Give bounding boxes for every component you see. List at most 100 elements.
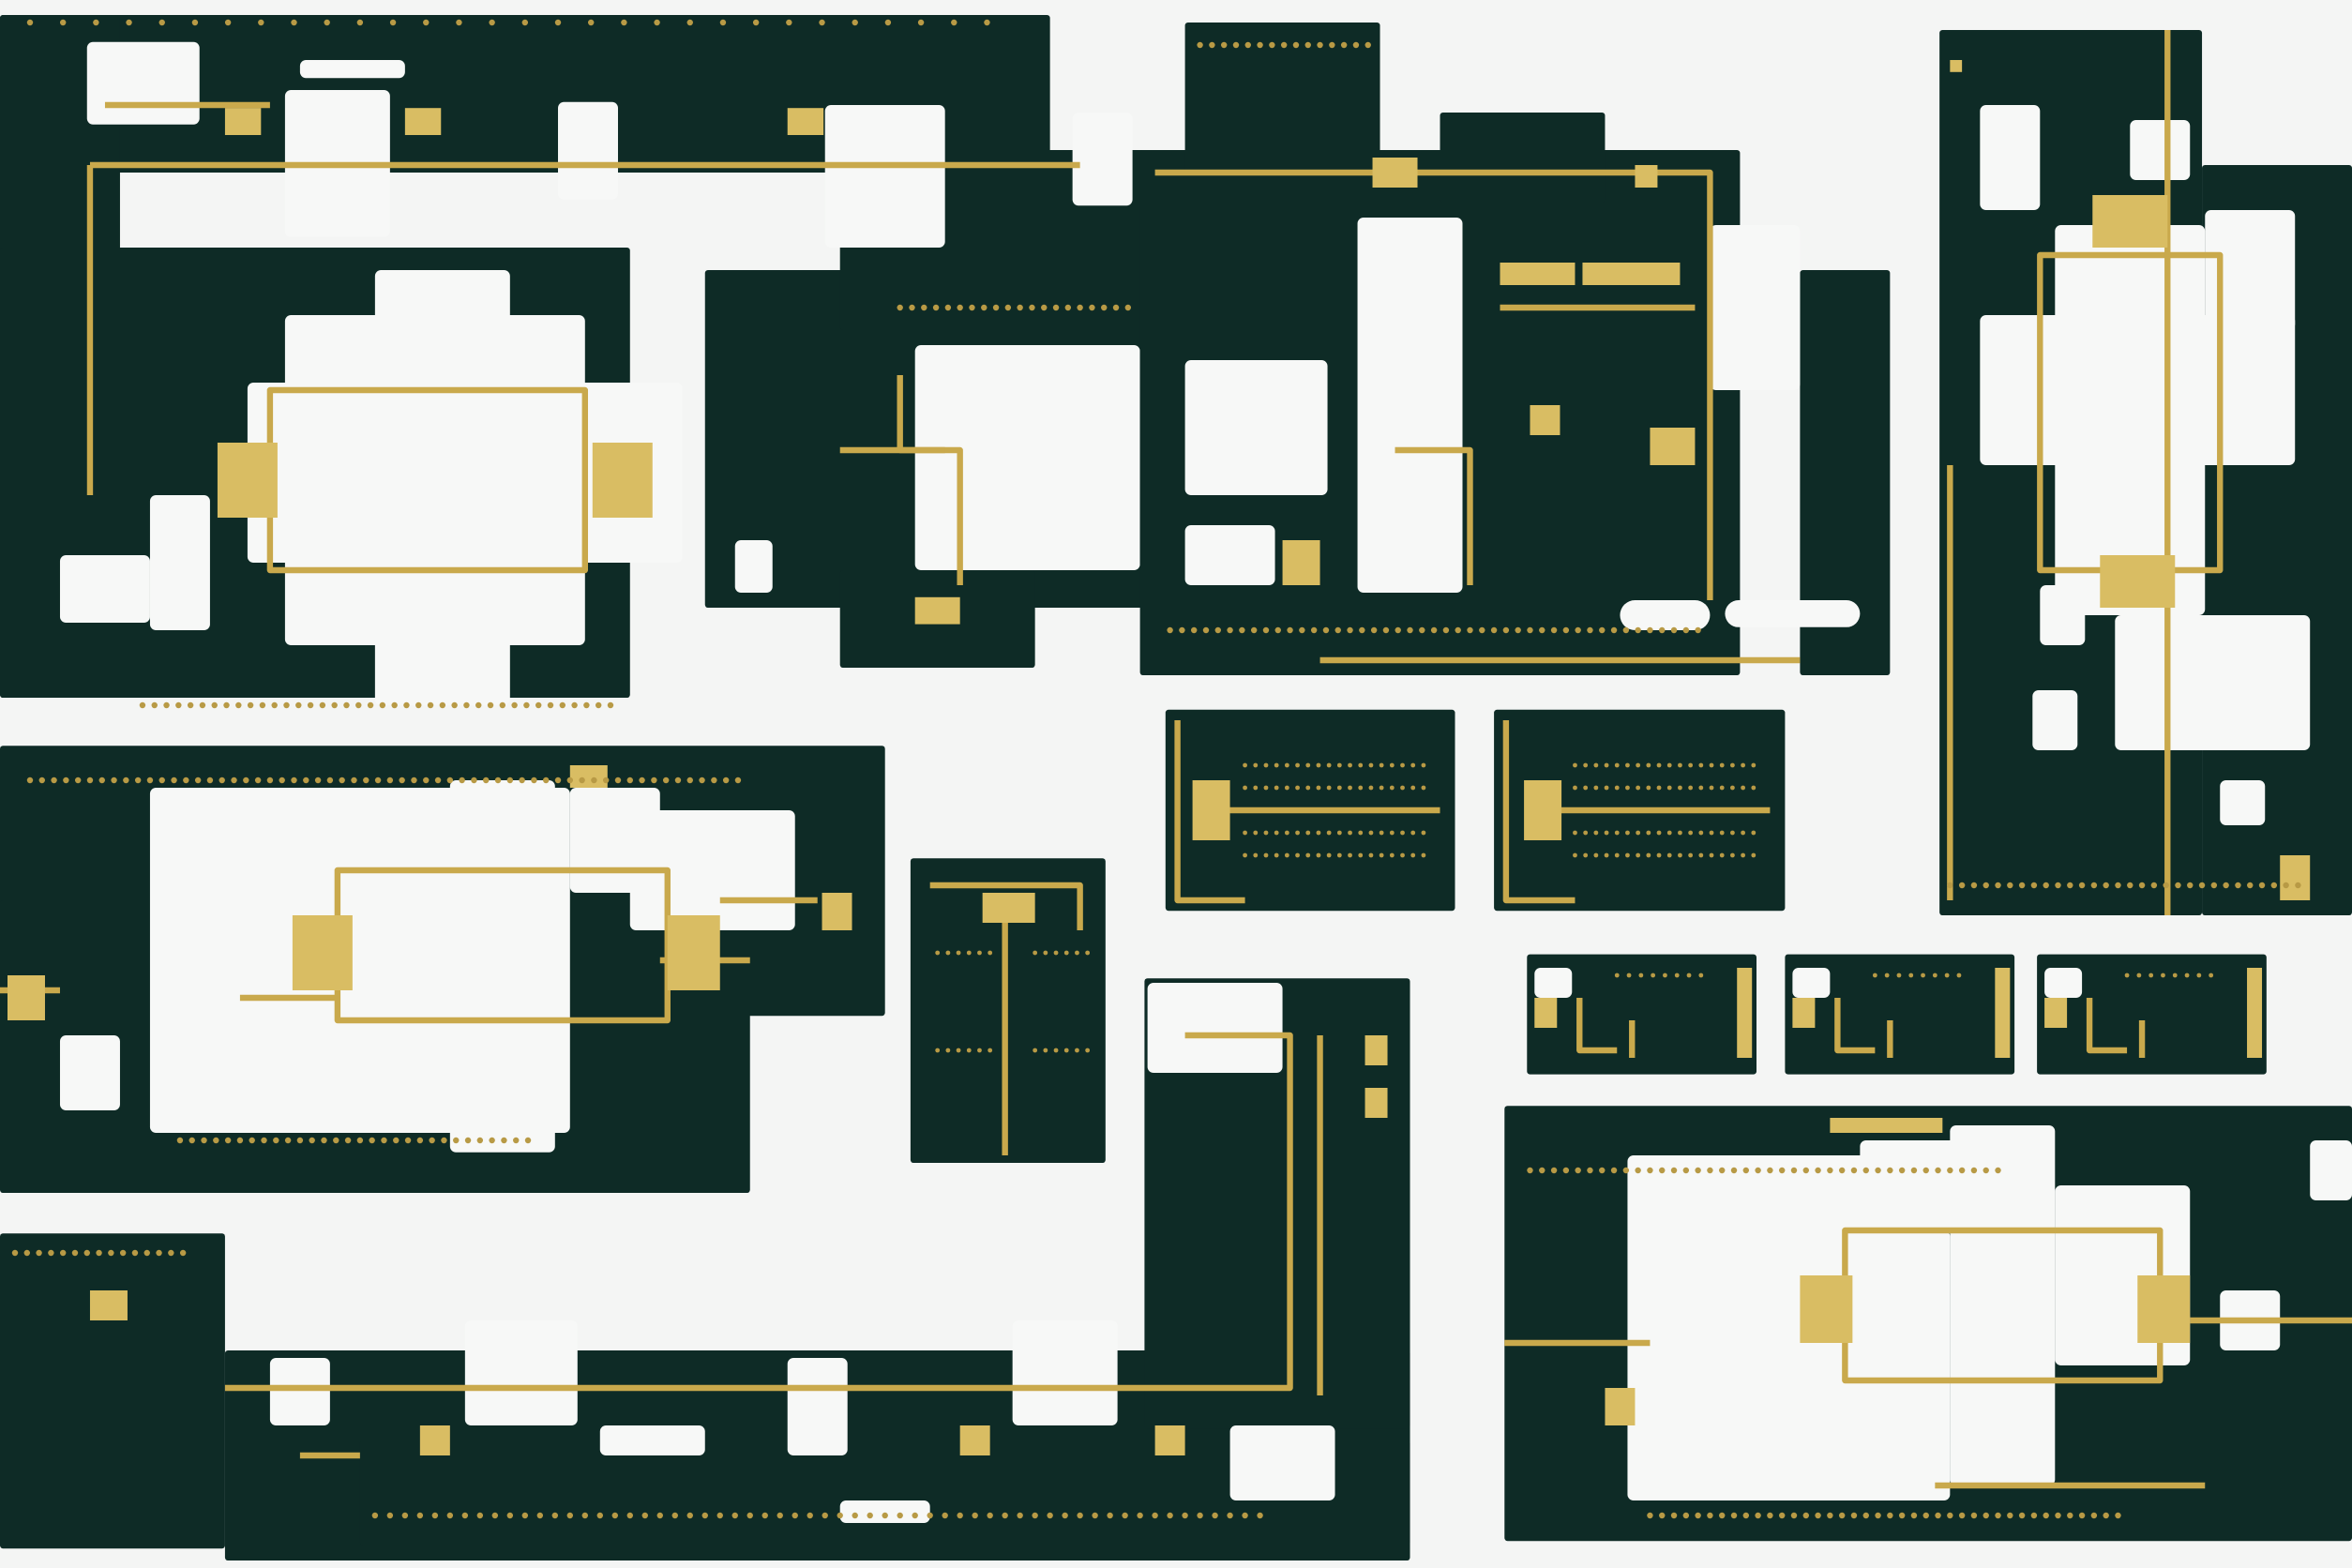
via-dot bbox=[2172, 972, 2178, 978]
via-dot bbox=[2103, 1512, 2109, 1519]
via-dot bbox=[1593, 785, 1599, 791]
via-dot bbox=[434, 776, 442, 784]
via-dot bbox=[614, 776, 622, 784]
via-dot bbox=[369, 1137, 375, 1144]
via-dot bbox=[1358, 785, 1364, 791]
via-dot bbox=[822, 1512, 828, 1519]
via-dot bbox=[2161, 972, 2165, 978]
via-dot bbox=[921, 304, 927, 311]
via-dot bbox=[1358, 852, 1364, 858]
via-dot bbox=[1317, 41, 1323, 49]
board-cutout bbox=[59, 1035, 120, 1110]
via-dot bbox=[1310, 626, 1318, 634]
via-dot bbox=[1698, 785, 1704, 791]
via-dot bbox=[1004, 304, 1012, 311]
via-dot bbox=[1778, 1167, 1786, 1174]
via-dot bbox=[199, 701, 206, 709]
board-top-left bbox=[0, 15, 1200, 709]
via-dot bbox=[1695, 1167, 1701, 1174]
via-dot bbox=[1678, 852, 1682, 858]
via-dot bbox=[674, 776, 682, 784]
via-dot bbox=[956, 1048, 961, 1053]
via-dot bbox=[314, 776, 322, 784]
via-dot bbox=[1400, 785, 1405, 791]
board-right-tall bbox=[1939, 30, 2352, 915]
via-dot bbox=[344, 1137, 352, 1144]
via-dot bbox=[1263, 785, 1269, 791]
via-dot bbox=[273, 1137, 279, 1144]
via-dot bbox=[487, 701, 494, 709]
via-dot bbox=[1719, 1167, 1726, 1174]
via-dot bbox=[1379, 852, 1384, 858]
via-dot bbox=[852, 1512, 858, 1519]
via-dot bbox=[602, 776, 610, 784]
via-dot bbox=[1575, 626, 1581, 634]
via-dot bbox=[957, 304, 963, 311]
via-dot bbox=[792, 1512, 798, 1519]
via-dot bbox=[1062, 1512, 1068, 1519]
via-dot bbox=[1122, 1512, 1128, 1519]
via-dot bbox=[1152, 1512, 1158, 1519]
gold-pad bbox=[1524, 780, 1562, 840]
via-dot bbox=[1539, 626, 1545, 634]
via-dot bbox=[1970, 1512, 1978, 1519]
gold-pad bbox=[1635, 165, 1658, 188]
via-dot bbox=[992, 304, 1000, 311]
via-dot bbox=[416, 1512, 424, 1519]
via-dot bbox=[26, 776, 34, 784]
board-cutout bbox=[1950, 1125, 2056, 1485]
via-dot bbox=[295, 701, 302, 709]
gold-pad bbox=[959, 1425, 990, 1455]
gold-pad bbox=[1792, 998, 1816, 1028]
board-cutout bbox=[2310, 1140, 2352, 1200]
via-dot bbox=[1790, 1167, 1798, 1174]
via-dot bbox=[1935, 1167, 1941, 1174]
via-dot bbox=[1053, 950, 1059, 956]
board-substrate bbox=[359, 1440, 1410, 1545]
via-dot bbox=[1678, 785, 1682, 791]
via-dot bbox=[1698, 852, 1704, 858]
via-dot bbox=[942, 1512, 948, 1519]
via-dot bbox=[1636, 785, 1641, 791]
via-dot bbox=[1935, 1512, 1941, 1519]
board-cutout bbox=[1792, 968, 1831, 998]
coupon-2 bbox=[1494, 709, 1786, 912]
via-dot bbox=[1347, 626, 1353, 634]
gold-pad bbox=[822, 893, 852, 930]
via-dot bbox=[399, 776, 405, 784]
via-dot bbox=[956, 950, 961, 956]
via-dot bbox=[1539, 1167, 1545, 1174]
via-dot bbox=[1921, 972, 1925, 978]
via-dot bbox=[476, 1512, 484, 1519]
via-dot bbox=[1326, 830, 1332, 836]
via-dot bbox=[1610, 626, 1618, 634]
via-dot bbox=[1017, 304, 1023, 311]
via-dot bbox=[1827, 1512, 1833, 1519]
via-dot bbox=[1244, 41, 1251, 49]
via-dot bbox=[1179, 626, 1185, 634]
via-dot bbox=[1666, 785, 1672, 791]
board-cutout bbox=[1012, 1320, 1118, 1425]
via-dot bbox=[1742, 1512, 1750, 1519]
via-dot bbox=[1625, 762, 1630, 768]
board-bottom-long bbox=[0, 978, 1410, 1560]
via-dot bbox=[1368, 762, 1374, 768]
board-cutout bbox=[1770, 1200, 1823, 1245]
via-dot bbox=[1421, 785, 1426, 791]
via-dot bbox=[464, 1137, 472, 1144]
via-dot bbox=[201, 1137, 207, 1144]
via-dot bbox=[566, 1512, 574, 1519]
board-cutout bbox=[299, 60, 405, 79]
via-dot bbox=[1659, 1512, 1666, 1519]
via-dot bbox=[671, 1512, 678, 1519]
via-dot bbox=[2163, 882, 2169, 889]
gold-pad bbox=[667, 915, 720, 990]
via-dot bbox=[363, 776, 369, 784]
via-dot bbox=[1043, 1048, 1048, 1053]
via-dot bbox=[1348, 785, 1352, 791]
via-dot bbox=[731, 1512, 738, 1519]
via-dot bbox=[423, 19, 430, 26]
via-dot bbox=[1253, 830, 1259, 836]
via-dot bbox=[463, 701, 470, 709]
gold-trace bbox=[2086, 998, 2128, 1054]
